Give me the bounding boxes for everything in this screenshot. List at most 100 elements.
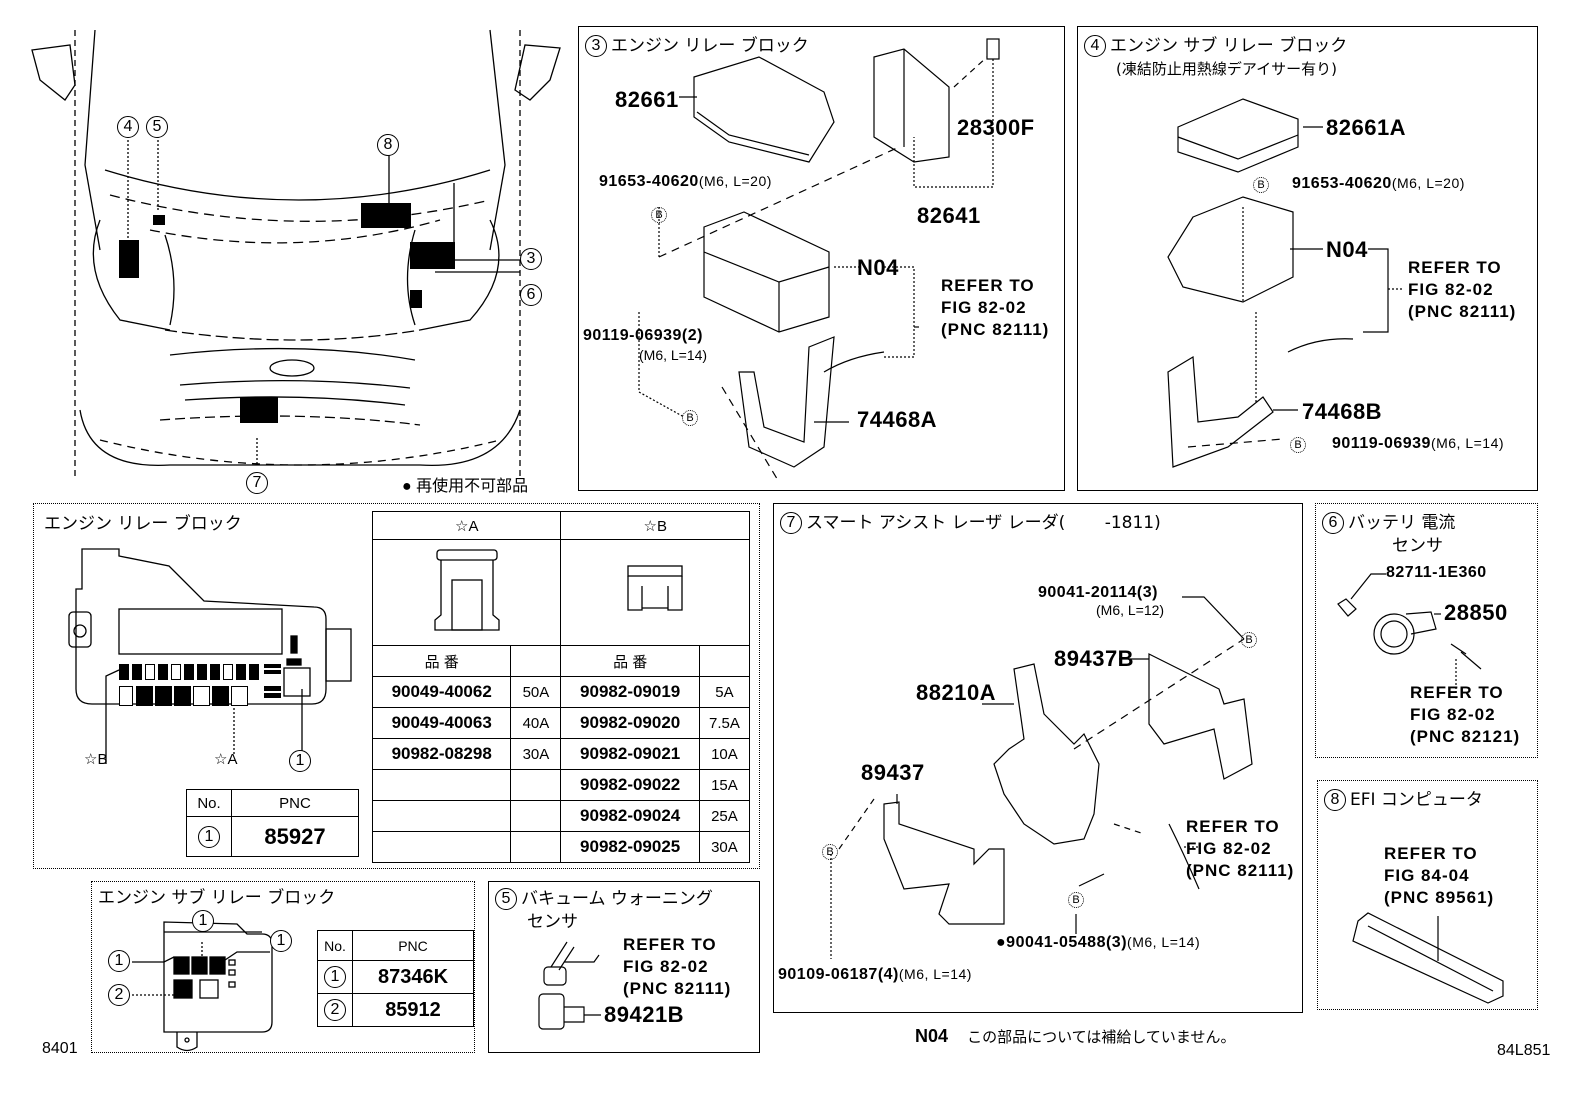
section-3-number: 3 bbox=[585, 35, 607, 57]
fuse-b-part[interactable]: 90982-09020 bbox=[560, 707, 700, 739]
callout-8: 8 bbox=[377, 134, 399, 156]
code-left: 8401 bbox=[42, 1040, 78, 1057]
part-88210A[interactable]: 88210A bbox=[916, 680, 997, 705]
section-5-title-text: バキューム ウォーニング bbox=[521, 889, 713, 909]
vehicle-overview: 4 5 8 3 6 7 ● 再使用不可部品 bbox=[20, 20, 575, 500]
part-number: 91653-40620 bbox=[599, 173, 699, 190]
engine-relay-block-layout: エンジン リレー ブロック ☆B ☆A 1 No. PNC 1 85927 ☆A… bbox=[33, 503, 760, 869]
bolt-b-badge: B bbox=[1241, 632, 1257, 648]
cartridge-fuse-slot bbox=[136, 686, 153, 706]
part-89421B[interactable]: 89421B bbox=[604, 1002, 685, 1027]
pnc-85927[interactable]: 85927 bbox=[231, 816, 359, 857]
part-74468A[interactable]: 74468A bbox=[857, 407, 938, 432]
pnc-87346K[interactable]: 87346K bbox=[352, 960, 474, 994]
part-spec: (M6, L=14) bbox=[898, 966, 972, 982]
part-89437B[interactable]: 89437B bbox=[1054, 646, 1135, 671]
fuse-b-part[interactable]: 90982-09024 bbox=[560, 800, 700, 832]
fuse-b-part[interactable]: 90982-09025 bbox=[560, 831, 700, 863]
part-91653-40620[interactable]: 91653-40620(M6, L=20) bbox=[1292, 175, 1465, 193]
part-82661[interactable]: 82661 bbox=[615, 87, 679, 112]
part-90119-06939[interactable]: 90119-06939(2) bbox=[583, 327, 703, 344]
marker-star-a: ☆A bbox=[214, 751, 238, 768]
mini-fuse-slot bbox=[236, 664, 246, 680]
cartridge-fuse-slot bbox=[174, 686, 191, 706]
part-90119-06939[interactable]: 90119-06939(M6, L=14) bbox=[1332, 435, 1504, 453]
section-8-number: 8 bbox=[1324, 789, 1346, 811]
part-N04[interactable]: N04 bbox=[857, 255, 899, 280]
fuse-a-part[interactable]: 90049-40063 bbox=[371, 707, 512, 739]
vehicle-front-drawing bbox=[31, 29, 561, 480]
fuse-b-amp: 5A bbox=[698, 676, 751, 708]
cartridge-fuse-slot bbox=[155, 686, 172, 706]
section-4-refer-note[interactable]: REFER TO FIG 82-02 (PNC 82111) bbox=[1408, 258, 1517, 321]
fuse-a-part bbox=[371, 769, 512, 801]
fuse-b-part[interactable]: 90982-09022 bbox=[560, 769, 700, 801]
callout-4: 4 bbox=[117, 116, 139, 138]
fuse-b-amp: 25A bbox=[698, 800, 751, 832]
col-no-header: No. bbox=[317, 930, 353, 961]
part-90109-06187[interactable]: 90109-06187(4)(M6, L=14) bbox=[778, 966, 972, 984]
marker-8-efi-computer bbox=[361, 203, 411, 228]
part-number: 91653-40620 bbox=[1292, 175, 1392, 192]
fuse-b-part[interactable]: 90982-09021 bbox=[560, 738, 700, 770]
part-82661A[interactable]: 82661A bbox=[1326, 115, 1407, 140]
part-28850[interactable]: 28850 bbox=[1444, 600, 1508, 625]
part-N04[interactable]: N04 bbox=[1326, 237, 1368, 262]
part-90041-20114[interactable]: 90041-20114(3) bbox=[1038, 584, 1158, 601]
part-28300F[interactable]: 28300F bbox=[957, 115, 1035, 140]
part-82641[interactable]: 82641 bbox=[917, 203, 981, 228]
part-spec: (M6, L=14) bbox=[1127, 934, 1201, 950]
fuse-b-amp: 10A bbox=[698, 738, 751, 770]
callout-5: 5 bbox=[146, 116, 168, 138]
pnc-85912[interactable]: 85912 bbox=[352, 993, 474, 1027]
mini-fuse-slot bbox=[223, 664, 233, 680]
relay-slot bbox=[264, 664, 281, 668]
section-6-drawing bbox=[1337, 573, 1482, 694]
bolt-b-badge: B bbox=[682, 410, 698, 426]
section-5-refer-note[interactable]: REFER TO FIG 82-02 (PNC 82111) bbox=[623, 935, 732, 998]
fuse-a-part[interactable]: 90049-40062 bbox=[371, 676, 512, 708]
relay-block-layout-title: エンジン リレー ブロック bbox=[44, 514, 242, 534]
part-89437[interactable]: 89437 bbox=[861, 760, 925, 785]
table-row: 2 85912 bbox=[317, 993, 474, 1027]
section-3-refer-note[interactable]: REFER TO FIG 82-02 (PNC 82111) bbox=[941, 276, 1050, 339]
no-circle: 2 bbox=[324, 999, 346, 1021]
bolt-b-badge: B bbox=[1068, 892, 1084, 908]
bolt-b-badge: B bbox=[651, 207, 667, 223]
fuse-a-amp bbox=[510, 831, 562, 863]
fuse-b-amp: 15A bbox=[698, 769, 751, 801]
section-5-number: 5 bbox=[495, 888, 517, 910]
part-number: 90109-06187(4) bbox=[778, 966, 899, 983]
part-82711-1E360[interactable]: 82711-1E360 bbox=[1386, 564, 1487, 581]
fuse-b-illustration bbox=[560, 539, 750, 646]
cartridge-fuse-icon bbox=[434, 549, 500, 631]
table-row: 1 85927 bbox=[186, 816, 359, 857]
cartridge-fuse-slot bbox=[212, 686, 229, 706]
part-90041-05488[interactable]: ●90041-05488(3)(M6, L=14) bbox=[996, 934, 1200, 952]
table-row: 1 87346K bbox=[317, 960, 474, 994]
fuse-b-part[interactable]: 90982-09019 bbox=[560, 676, 700, 708]
part-spec: (M6, L=20) bbox=[1391, 175, 1465, 191]
mini-fuse-slot bbox=[145, 664, 155, 680]
bolt-b-badge: B bbox=[1253, 177, 1269, 193]
section-6-refer-note[interactable]: REFER TO FIG 82-02 (PNC 82121) bbox=[1410, 683, 1521, 746]
col-pnc-header: PNC bbox=[352, 930, 474, 961]
section-8-refer-note[interactable]: REFER TO FIG 84-04 (PNC 89561) bbox=[1384, 844, 1495, 907]
mini-fuse-icon bbox=[627, 565, 683, 611]
mini-fuse-slot bbox=[249, 664, 259, 680]
section-7-refer-note[interactable]: REFER TO FIG 82-02 (PNC 82111) bbox=[1186, 817, 1295, 880]
part-91653-40620[interactable]: 91653-40620(M6, L=20) bbox=[599, 173, 772, 191]
mini-fuse-slot bbox=[119, 664, 129, 680]
part-90041-20114-spec: (M6, L=12) bbox=[1096, 602, 1165, 618]
fuse-a-part[interactable]: 90982-08298 bbox=[371, 738, 512, 770]
col-no-header: No. bbox=[186, 789, 232, 817]
mini-fuse-slot bbox=[132, 664, 142, 680]
callout-1-left: 1 bbox=[108, 950, 130, 972]
part-74468B[interactable]: 74468B bbox=[1302, 399, 1383, 424]
